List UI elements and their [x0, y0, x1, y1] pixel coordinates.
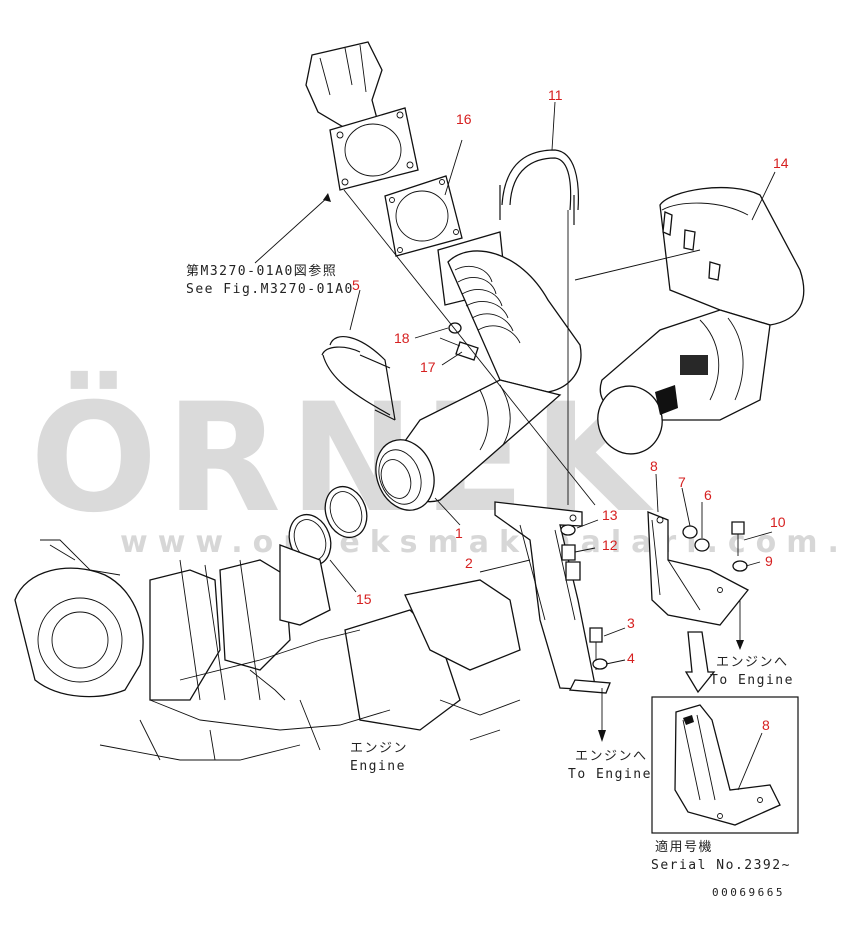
drawing-number: 00069665	[712, 886, 785, 899]
air-cleaner-14	[597, 186, 805, 455]
callout-8: 8	[650, 458, 658, 474]
bracket-2	[494, 501, 611, 694]
bolts-6-7-9-10	[682, 521, 748, 572]
serial-en: Serial No.2392~	[651, 858, 791, 873]
direction-arrows	[598, 631, 744, 742]
callout-1: 1	[455, 525, 463, 541]
reference-jp: 第M3270-01A0図参照	[186, 263, 337, 279]
callout-12: 12	[602, 537, 618, 553]
clamp-11	[499, 149, 579, 225]
to-engine-en-center: To Engine	[568, 767, 652, 782]
text-labels: 第M3270-01A0図参照 See Fig.M3270-01A0 エンジン E…	[186, 263, 794, 899]
callout-17: 17	[420, 359, 436, 375]
leader-lines	[254, 101, 776, 730]
callout-3: 3	[627, 615, 635, 631]
callout-13: 13	[602, 507, 618, 523]
callout-9: 9	[765, 553, 773, 569]
bellows-hose-1	[375, 231, 582, 511]
detail-box	[651, 696, 799, 834]
clamp-5	[321, 336, 396, 421]
callout-18: 18	[394, 330, 410, 346]
engine-jp: エンジン	[350, 741, 408, 756]
gasket-16	[384, 175, 463, 257]
callout-11: 11	[548, 87, 563, 103]
upper-duct	[305, 41, 419, 191]
callout-16: 16	[456, 111, 472, 127]
callout-10: 10	[770, 514, 786, 530]
watermark-url: www.orneksmakinalari.com.tr	[120, 525, 848, 560]
to-engine-jp-right: エンジンへ	[716, 655, 789, 670]
callout-2: 2	[465, 555, 473, 571]
callout-numbers: 1 2 3 4 5 6 7 8 9 10 11 12 13 14 15 16 1…	[352, 87, 789, 733]
callout-6: 6	[704, 487, 712, 503]
serial-jp: 適用号機	[655, 839, 713, 855]
engine	[14, 539, 521, 761]
callout-15: 15	[356, 591, 372, 607]
reference-en: See Fig.M3270-01A0	[186, 282, 354, 297]
bolt-17	[439, 337, 479, 361]
callout-5: 5	[352, 277, 360, 293]
callout-4: 4	[627, 650, 635, 666]
bracket-8	[647, 511, 749, 626]
detail-callout-8: 8	[762, 717, 770, 733]
to-engine-en-right: To Engine	[710, 673, 794, 688]
to-engine-jp-center: エンジンへ	[575, 749, 648, 764]
callout-7: 7	[678, 474, 686, 490]
bolts-3-4-12-13	[560, 524, 608, 670]
callout-14: 14	[773, 155, 789, 171]
engine-en: Engine	[350, 759, 406, 774]
